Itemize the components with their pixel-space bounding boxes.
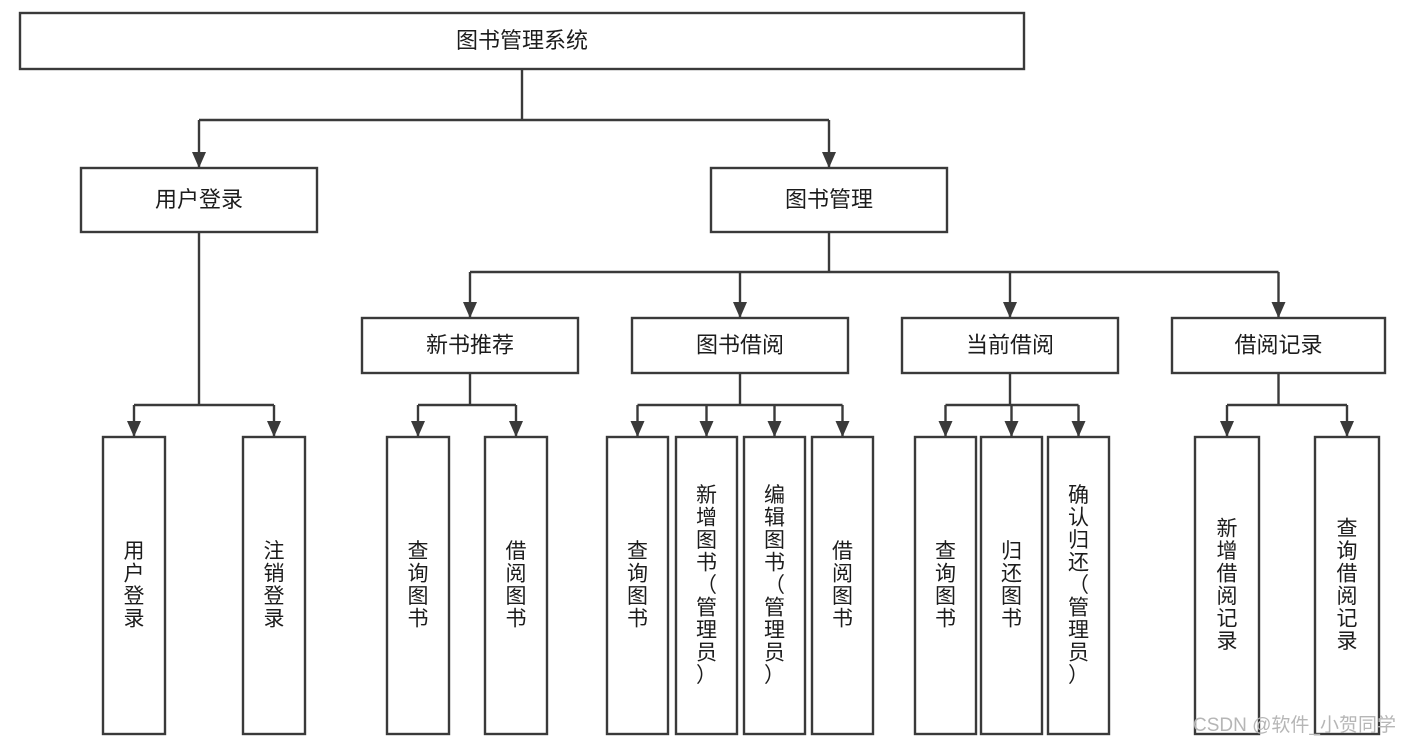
node-label-query-book-1: 查询图书 xyxy=(408,540,429,631)
node-box-book-borrow[interactable] xyxy=(630,316,850,375)
arrow-head-icon xyxy=(509,421,523,437)
node-new-book-recommend[interactable]: 新书推荐 xyxy=(360,316,580,375)
node-label-root: 图书管理系统 xyxy=(456,28,588,53)
node-current-borrow[interactable]: 当前借阅 xyxy=(900,316,1120,375)
node-label-query-book-3: 查询图书 xyxy=(935,540,956,631)
node-box-borrow-record[interactable] xyxy=(1170,316,1387,375)
node-label-book-management: 图书管理 xyxy=(785,187,873,212)
node-book-management[interactable]: 图书管理 xyxy=(709,166,949,234)
node-label-edit-book-admin: 编辑图书（管理员） xyxy=(764,484,785,687)
node-user-logout[interactable]: 注销登录 xyxy=(241,435,307,736)
node-box-current-borrow[interactable] xyxy=(900,316,1120,375)
node-query-borrow-record[interactable]: 查询借阅记录 xyxy=(1313,435,1381,736)
node-box-add-book-admin[interactable] xyxy=(674,435,739,736)
node-box-confirm-return-admin[interactable] xyxy=(1046,435,1111,736)
node-box-return-book[interactable] xyxy=(979,435,1044,736)
arrow-head-icon xyxy=(1271,302,1286,318)
arrow-head-icon xyxy=(1340,421,1354,437)
node-box-query-book-2[interactable] xyxy=(605,435,670,736)
node-label-current-borrow: 当前借阅 xyxy=(966,332,1054,357)
node-borrow-book-1[interactable]: 借阅图书 xyxy=(483,435,549,736)
node-label-add-borrow-record: 新增借阅记录 xyxy=(1217,518,1238,654)
node-query-book-1[interactable]: 查询图书 xyxy=(385,435,451,736)
arrow-head-icon xyxy=(1003,302,1017,318)
arrow-head-icon xyxy=(267,421,281,437)
node-add-borrow-record[interactable]: 新增借阅记录 xyxy=(1193,435,1261,736)
node-label-book-borrow: 图书借阅 xyxy=(696,332,784,357)
node-user-login[interactable]: 用户登录 xyxy=(79,166,319,234)
node-box-user-logout[interactable] xyxy=(241,435,307,736)
node-box-new-book-recommend[interactable] xyxy=(360,316,580,375)
arrow-head-icon xyxy=(822,152,836,168)
node-add-book-admin[interactable]: 新增图书（管理员） xyxy=(674,435,739,736)
node-user-login-do[interactable]: 用户登录 xyxy=(101,435,167,736)
node-box-user-login-do[interactable] xyxy=(101,435,167,736)
node-label-confirm-return-admin: 确认归还（管理员） xyxy=(1068,484,1089,687)
arrow-head-icon xyxy=(1004,421,1019,437)
arrow-head-icon xyxy=(411,421,425,437)
node-label-borrow-book-2: 借阅图书 xyxy=(832,540,853,631)
arrow-head-icon xyxy=(733,302,747,318)
node-edit-book-admin[interactable]: 编辑图书（管理员） xyxy=(742,435,807,736)
node-label-query-borrow-record: 查询借阅记录 xyxy=(1337,518,1358,654)
node-confirm-return-admin[interactable]: 确认归还（管理员） xyxy=(1046,435,1111,736)
node-box-query-book-3[interactable] xyxy=(913,435,978,736)
arrow-head-icon xyxy=(1220,421,1234,437)
node-label-new-book-recommend: 新书推荐 xyxy=(426,332,514,357)
connectors-layer xyxy=(127,69,1354,437)
node-label-add-book-admin: 新增图书（管理员） xyxy=(696,484,717,687)
node-return-book[interactable]: 归还图书 xyxy=(979,435,1044,736)
csdn-watermark: CSDN @软件_小贺同学 xyxy=(1193,714,1396,736)
node-box-query-borrow-record[interactable] xyxy=(1313,435,1381,736)
node-label-user-logout: 注销登录 xyxy=(264,540,285,631)
arrow-head-icon xyxy=(127,421,141,437)
node-label-user-login: 用户登录 xyxy=(155,187,243,212)
node-box-root[interactable] xyxy=(18,11,1026,71)
node-label-query-book-2: 查询图书 xyxy=(627,540,648,631)
nodes-layer: 图书管理系统用户登录用户登录注销登录图书管理新书推荐查询图书借阅图书图书借阅查询… xyxy=(18,11,1387,736)
arrow-head-icon xyxy=(938,421,953,437)
node-borrow-book-2[interactable]: 借阅图书 xyxy=(810,435,875,736)
arrow-head-icon xyxy=(699,421,714,437)
node-box-borrow-book-1[interactable] xyxy=(483,435,549,736)
node-label-return-book: 归还图书 xyxy=(1001,540,1022,631)
arrow-head-icon xyxy=(192,152,206,168)
node-box-borrow-book-2[interactable] xyxy=(810,435,875,736)
node-label-user-login-do: 用户登录 xyxy=(124,540,145,631)
node-box-query-book-1[interactable] xyxy=(385,435,451,736)
node-query-book-2[interactable]: 查询图书 xyxy=(605,435,670,736)
arrow-head-icon xyxy=(1071,421,1086,437)
node-query-book-3[interactable]: 查询图书 xyxy=(913,435,978,736)
arrow-head-icon xyxy=(835,421,850,437)
node-box-add-borrow-record[interactable] xyxy=(1193,435,1261,736)
arrow-head-icon xyxy=(767,421,782,437)
node-box-edit-book-admin[interactable] xyxy=(742,435,807,736)
node-label-borrow-book-1: 借阅图书 xyxy=(506,540,527,631)
arrow-head-icon xyxy=(463,302,477,318)
node-box-book-management[interactable] xyxy=(709,166,949,234)
arrow-head-icon xyxy=(630,421,645,437)
node-root[interactable]: 图书管理系统 xyxy=(18,11,1026,71)
node-book-borrow[interactable]: 图书借阅 xyxy=(630,316,850,375)
node-borrow-record[interactable]: 借阅记录 xyxy=(1170,316,1387,375)
node-label-borrow-record: 借阅记录 xyxy=(1234,332,1322,357)
node-box-user-login[interactable] xyxy=(79,166,319,234)
